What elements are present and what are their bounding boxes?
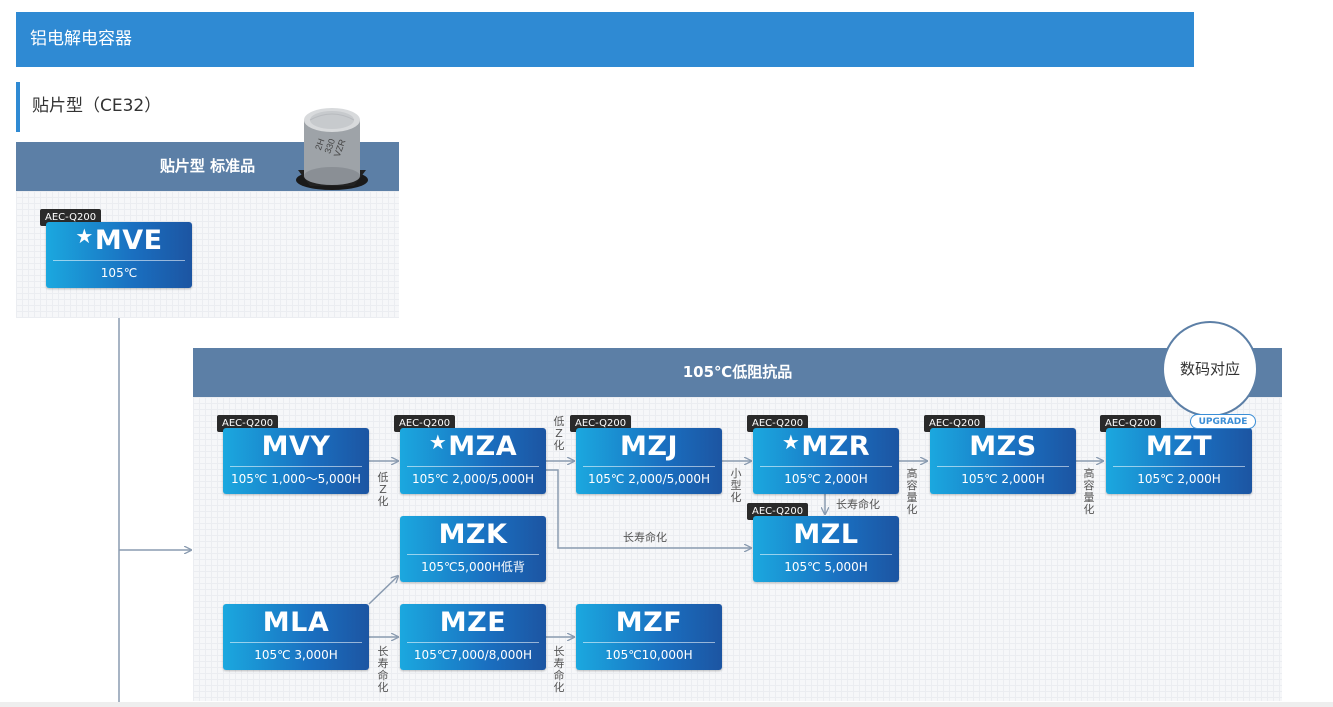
product-name-mzl: MZL <box>793 519 859 550</box>
node-divider <box>230 466 362 467</box>
product-name-mzt: MZT <box>1145 431 1213 462</box>
node-divider <box>407 554 539 555</box>
product-spec-mve: 105℃ <box>100 266 138 280</box>
edge-label-mza-mzl: 长寿命化 <box>623 531 667 544</box>
aec-badge-mza: AEC-Q200 <box>394 415 456 432</box>
product-spec-mzf: 105℃10,000H <box>605 648 693 662</box>
star-icon: ★ <box>75 224 94 248</box>
product-node-mzf[interactable]: MZF 105℃10,000H <box>576 604 722 670</box>
low-impedance-panel-body <box>193 397 1282 701</box>
standard-panel-title: 贴片型 标准品 <box>159 157 256 175</box>
product-node-mve[interactable]: ★MVE 105℃ <box>46 222 192 288</box>
star-icon: ★ <box>428 430 448 454</box>
product-spec-mla: 105℃ 3,000H <box>254 648 338 662</box>
edge-label-mzr-mzs: 高容量化 <box>906 467 918 516</box>
product-spec-mzk: 105℃5,000H低背 <box>421 560 525 574</box>
node-divider <box>407 466 539 467</box>
edge-label-mze-mzf: 长寿命化 <box>553 645 565 694</box>
product-node-mzs[interactable]: MZS 105℃ 2,000H <box>930 428 1076 494</box>
product-spec-mzl: 105℃ 5,000H <box>784 560 868 574</box>
low-impedance-panel-header: 105℃低阻抗品 <box>193 348 1282 397</box>
product-spec-mza: 105℃ 2,000/5,000H <box>412 472 534 486</box>
product-spec-mzs: 105℃ 2,000H <box>961 472 1045 486</box>
product-name-mla: MLA <box>262 607 330 638</box>
product-name-mzk: MZK <box>438 519 508 550</box>
product-name-mzr: ★MZR <box>781 430 871 462</box>
product-node-mzt[interactable]: MZT 105℃ 2,000H <box>1106 428 1252 494</box>
edge-label-mza-mzj: 低Z化 <box>553 415 565 452</box>
product-node-mza[interactable]: ★MZA 105℃ 2,000/5,000H <box>400 428 546 494</box>
node-divider <box>760 466 892 467</box>
edge-label-mvy-mza: 低Z化 <box>377 471 389 508</box>
edge-label-mzr-mzl: 长寿命化 <box>836 498 880 511</box>
aec-badge-mzt: AEC-Q200 <box>1100 415 1162 432</box>
digital-support-badge[interactable]: 数码对应 <box>1162 321 1258 417</box>
node-divider <box>760 554 892 555</box>
product-name-mze: MZE <box>439 607 507 638</box>
product-node-mla[interactable]: MLA 105℃ 3,000H <box>223 604 369 670</box>
star-icon: ★ <box>781 430 801 454</box>
low-impedance-panel-title: 105℃低阻抗品 <box>682 363 793 381</box>
upgrade-badge: UPGRADE <box>1190 414 1256 429</box>
product-node-mzj[interactable]: MZJ 105℃ 2,000/5,000H <box>576 428 722 494</box>
product-name-mzj: MZJ <box>620 431 678 462</box>
product-name-mzs: MZS <box>969 431 1037 462</box>
node-divider <box>583 642 715 643</box>
node-divider <box>53 260 185 261</box>
node-divider <box>407 642 539 643</box>
section-title: 贴片型（CE32） <box>16 82 176 132</box>
product-spec-mzt: 105℃ 2,000H <box>1137 472 1221 486</box>
page-header: 铝电解电容器 <box>16 12 1194 67</box>
product-spec-mze: 105℃7,000/8,000H <box>413 648 533 662</box>
product-name-mve: ★MVE <box>75 224 163 256</box>
aec-badge-mzl: AEC-Q200 <box>747 503 809 520</box>
product-name-mzf: MZF <box>615 607 683 638</box>
product-node-mvy[interactable]: MVY 105℃ 1,000～5,000H <box>223 428 369 494</box>
arrow-mza-mzl <box>546 469 751 548</box>
capacitor-image: 2H 330 VZR <box>296 108 368 190</box>
edge-label-mzs-mzt: 高容量化 <box>1083 467 1095 516</box>
product-spec-mzj: 105℃ 2,000/5,000H <box>588 472 710 486</box>
digital-support-label: 数码对应 <box>1179 360 1240 378</box>
edge-label-mzj-mzr: 小型化 <box>730 467 742 504</box>
node-divider <box>937 466 1069 467</box>
product-node-mzk[interactable]: MZK 105℃5,000H低背 <box>400 516 546 582</box>
product-name-mvy: MVY <box>261 431 331 462</box>
aec-badge-mzs: AEC-Q200 <box>924 415 986 432</box>
page-title: 铝电解电容器 <box>30 29 132 49</box>
aec-badge-mvy: AEC-Q200 <box>217 415 279 432</box>
product-node-mzr[interactable]: ★MZR 105℃ 2,000H <box>753 428 899 494</box>
aec-badge-mve: AEC-Q200 <box>40 209 102 226</box>
product-node-mzl[interactable]: MZL 105℃ 5,000H <box>753 516 899 582</box>
product-spec-mzr: 105℃ 2,000H <box>784 472 868 486</box>
product-node-mze[interactable]: MZE 105℃7,000/8,000H <box>400 604 546 670</box>
aec-badge-mzj: AEC-Q200 <box>570 415 632 432</box>
edge-label-mla-mze: 长寿命化 <box>377 645 389 694</box>
bottom-divider <box>0 702 1333 707</box>
aec-badge-mzr: AEC-Q200 <box>747 415 809 432</box>
capacitor-marking-1: 2H <box>313 137 326 151</box>
capacitor-marking-2: 330 <box>323 137 338 155</box>
arrow-mla-mzk <box>368 576 398 605</box>
node-divider <box>583 466 715 467</box>
product-name-mza: ★MZA <box>428 430 518 462</box>
node-divider <box>230 642 362 643</box>
product-spec-mvy: 105℃ 1,000～5,000H <box>231 472 361 486</box>
node-divider <box>1113 466 1245 467</box>
